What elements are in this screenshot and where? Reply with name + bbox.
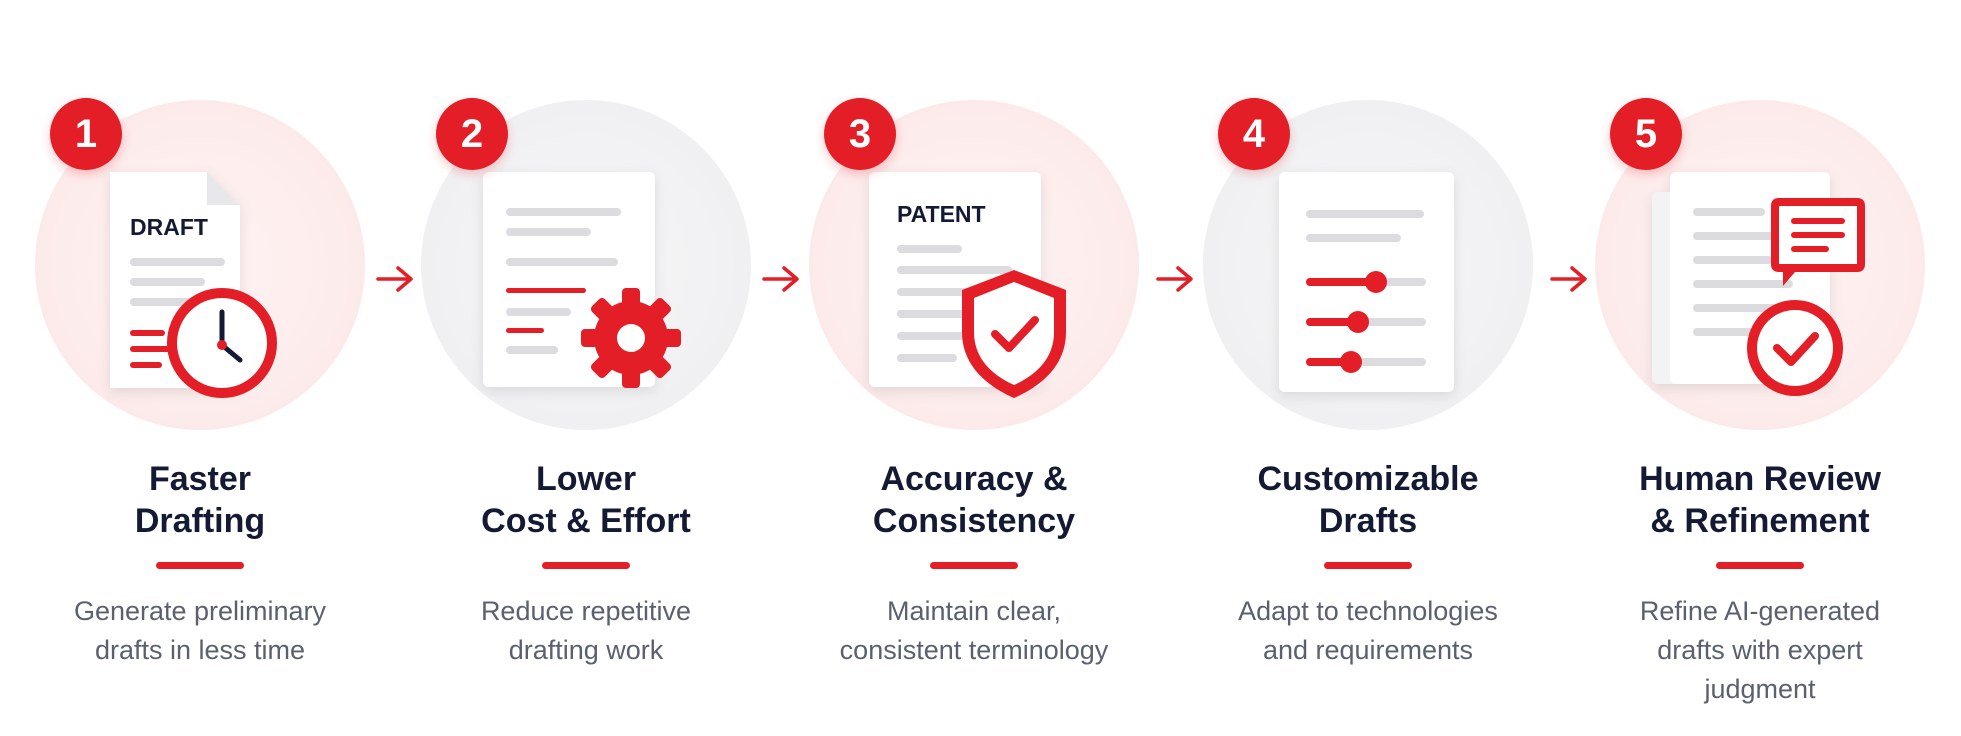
title-underline [1324,562,1412,569]
arrow-right-icon [760,263,802,295]
document-illustration: DRAFT [35,100,365,430]
step-title: Faster Drafting [134,460,266,540]
sliders-icon [1306,271,1426,373]
step-description: Adapt to technologies and requirements [1238,596,1498,665]
step-number-badge: 4 [1218,98,1290,170]
title-underline [1716,562,1804,569]
step-lower-cost: 2 Lower Cost & Effort Reduce repetitive … [396,98,776,720]
document-illustration [1595,100,1925,430]
step-accuracy-consistency: PATENT 3 Accuracy & Consistency Maintain… [784,98,1164,720]
document-illustration [421,100,751,430]
step-title: Lower Cost & Effort [481,460,691,540]
title-underline [542,562,630,569]
step-number-badge: 3 [824,98,896,170]
chat-bubble-icon [1771,198,1865,286]
arrow-right-icon [374,263,416,295]
doc-label: DRAFT [130,214,208,240]
step-number-badge: 1 [50,98,122,170]
doc-label: PATENT [897,201,986,227]
check-circle-icon [1747,300,1843,396]
step-description: Generate preliminary drafts in less time [73,596,327,665]
arrow-right-icon [1548,263,1590,295]
step-title: Accuracy & Consistency [872,460,1076,540]
step-description: Maintain clear, consistent terminology [839,596,1109,665]
gear-icon [581,288,681,388]
step-number-badge: 2 [436,98,508,170]
step-number-badge: 5 [1610,98,1682,170]
step-title: Customizable Drafts [1257,460,1479,540]
shield-check-icon [962,270,1066,398]
step-human-review: 5 Human Review & Refinement Refine AI-ge… [1570,98,1950,720]
step-faster-drafting: DRAFT 1 Faster Drafting Generate prelimi… [10,98,390,720]
document-illustration: PATENT [809,100,1139,430]
arrow-right-icon [1154,263,1196,295]
step-customizable-drafts: 4 Customizable Drafts Adapt to technolog… [1178,98,1558,720]
title-underline [156,562,244,569]
step-description: Refine AI-generated drafts with expert j… [1639,596,1881,704]
step-description: Reduce repetitive drafting work [480,596,692,665]
step-title: Human Review & Refinement [1639,460,1881,540]
document-illustration [1203,100,1533,430]
title-underline [930,562,1018,569]
clock-icon [167,288,277,398]
